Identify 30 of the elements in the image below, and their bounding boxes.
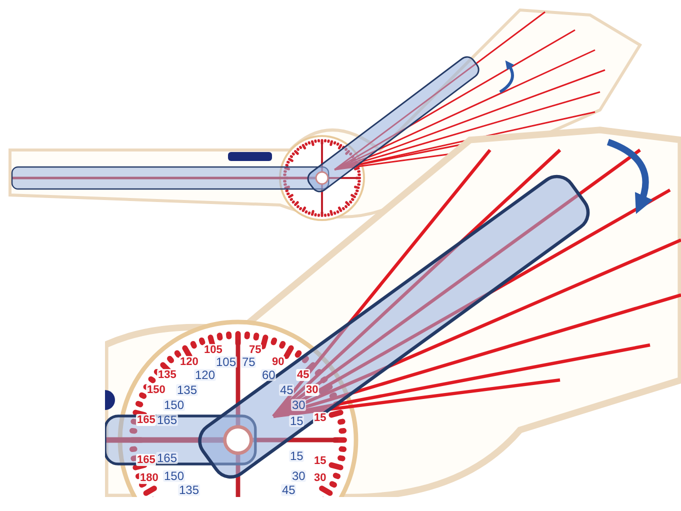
scale-number: 45 — [296, 369, 310, 381]
scale-number: 15 — [313, 455, 328, 467]
scale-number: 15 — [289, 415, 304, 427]
scale-number: 45 — [281, 484, 296, 496]
scale-number: 105 — [203, 344, 224, 356]
scale-number: 105 — [215, 356, 238, 368]
scale-number: 150 — [163, 399, 186, 411]
scale-number: 120 — [194, 369, 216, 381]
scale-number: 150 — [163, 470, 186, 482]
scale-number: 15 — [313, 412, 328, 424]
scale-number: 120 — [179, 356, 200, 368]
scale-number: 30 — [305, 384, 320, 396]
scale-number: 150 — [146, 384, 166, 396]
scale-number: 135 — [178, 484, 200, 496]
scale-number: 75 — [248, 344, 262, 356]
scale-number: 30 — [313, 472, 328, 484]
scale-number: 90 — [271, 356, 286, 368]
scale-number: 75 — [241, 356, 256, 368]
scale-number: 60 — [261, 369, 276, 381]
scale-number: 165 — [136, 414, 156, 426]
scale-number: 180 — [139, 472, 160, 484]
scale-number: 165 — [136, 454, 156, 466]
scale-number: 135 — [157, 369, 178, 381]
scale-number: 15 — [289, 450, 304, 462]
scale-number: 30 — [291, 399, 306, 411]
scale-number: 30 — [291, 470, 306, 482]
scale-number: 165 — [156, 414, 178, 426]
scale-number: 135 — [176, 384, 198, 396]
scale-number: 165 — [156, 452, 178, 464]
scale-number: 45 — [279, 384, 294, 396]
